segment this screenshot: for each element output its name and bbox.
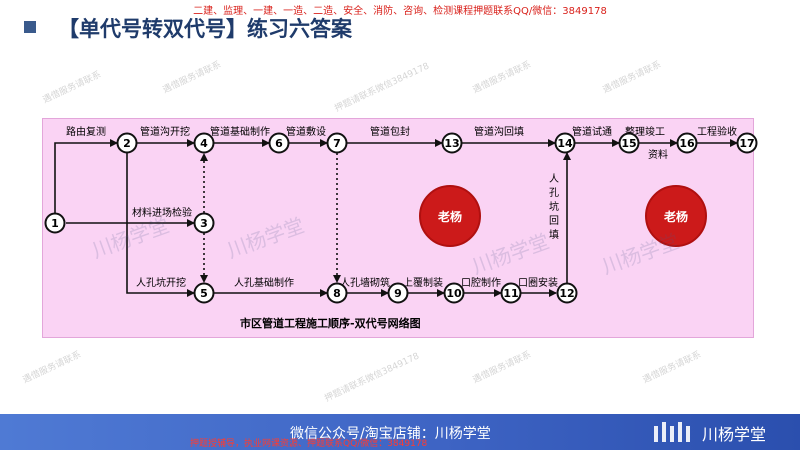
node-2: 2 (116, 132, 138, 154)
node-6: 6 (268, 132, 290, 154)
node-11: 11 (500, 282, 522, 304)
node-label: 12 (559, 287, 574, 300)
edge-label-cover: 上覆制装 (403, 276, 443, 289)
title-bullet-square (24, 21, 36, 33)
node-10: 10 (443, 282, 465, 304)
edge-label-pipe-encase: 管道包封 (370, 125, 410, 138)
svg-text:孔: 孔 (549, 187, 559, 199)
node-circle (193, 212, 215, 234)
top-contact-note: 二建、监理、一建、一造、二造、安全、消防、咨询、检测课程押题联系QQ/微信：38… (193, 6, 607, 17)
node-label: 15 (621, 137, 636, 150)
node-15: 15 (618, 132, 640, 154)
node-circle (116, 132, 138, 154)
svg-text:坑: 坑 (549, 200, 559, 213)
edge-label-pipe-base: 管道基础制作 (210, 125, 270, 138)
node-label: 16 (679, 137, 695, 150)
edge-label-docs-cont: 资料 (648, 148, 668, 161)
node-circle (443, 282, 465, 304)
node-circle (441, 132, 463, 154)
node-label: 2 (123, 137, 131, 150)
node-circle (193, 282, 215, 304)
node-9: 9 (387, 282, 409, 304)
edge-label-pit-base: 人孔基础制作 (234, 276, 294, 289)
node-label: 1 (51, 217, 59, 230)
node-label: 13 (444, 137, 459, 150)
node-circle (387, 282, 409, 304)
node-circle (326, 132, 348, 154)
edge-label-survey: 路由复测 (66, 125, 106, 138)
brand-name: 川杨学堂 (702, 425, 767, 444)
edge-label-pipe-lay: 管道敷设 (286, 125, 326, 138)
node-12: 12 (556, 282, 578, 304)
brand-logo-icon (654, 422, 690, 442)
node-label: 5 (200, 287, 208, 300)
edge-label-trench: 管道沟开挖 (140, 125, 190, 138)
node-5: 5 (193, 282, 215, 304)
seal-stamp: 老杨 (419, 185, 481, 247)
edge-label-collar: 口圈安装 (518, 276, 558, 289)
edge-label-material-check: 材料进场检验 (132, 206, 192, 219)
edge-label-pit-backfill-vertical: 人 孔 坑 回 填 (549, 173, 559, 241)
node-label: 7 (333, 137, 341, 150)
node-circle (556, 282, 578, 304)
edge-label-trench-backfill: 管道沟回填 (474, 125, 524, 138)
diagram-caption: 市区管道工程施工顺序-双代号网络图 (240, 317, 421, 330)
seal-stamp: 老杨 (645, 185, 707, 247)
svg-text:回: 回 (549, 215, 559, 227)
node-8: 8 (326, 282, 348, 304)
node-label: 14 (557, 137, 573, 150)
footer-bar: 微信公众号/淘宝店铺：川杨学堂 押题授辅导，执业网课资源、押题联系QQ/微信：3… (0, 414, 800, 450)
node-13: 13 (441, 132, 463, 154)
node-circle (44, 212, 66, 234)
node-14: 14 (554, 132, 576, 154)
node-circle (193, 132, 215, 154)
node-label: 17 (739, 137, 754, 150)
node-16: 16 (676, 132, 698, 154)
edge-label-pipe-test: 管道试通 (572, 125, 612, 138)
node-4: 4 (193, 132, 215, 154)
edge-label-pit-wall: 人孔墙砌筑 (340, 276, 390, 289)
node-label: 11 (503, 287, 518, 300)
node-3: 3 (193, 212, 215, 234)
footer-contact-note: 押题授辅导，执业网课资源、押题联系QQ/微信：3849178 (190, 439, 428, 449)
node-label: 6 (275, 137, 283, 150)
node-circle (326, 282, 348, 304)
node-label: 4 (200, 137, 208, 150)
node-circle (554, 132, 576, 154)
node-circle (268, 132, 290, 154)
svg-text:填: 填 (549, 228, 559, 241)
node-label: 10 (446, 287, 462, 300)
edge-label-mouth: 口腔制作 (461, 276, 501, 289)
node-1: 1 (44, 212, 66, 234)
node-circle (676, 132, 698, 154)
node-label: 9 (394, 287, 402, 300)
footer-text: 微信公众号/淘宝店铺：川杨学堂 (290, 426, 491, 442)
node-label: 3 (200, 217, 208, 230)
node-17: 17 (736, 132, 758, 154)
node-circle (500, 282, 522, 304)
edge-label-acceptance: 工程验收 (697, 125, 737, 138)
edge-label-pit-dig: 人孔坑开挖 (136, 276, 186, 289)
node-7: 7 (326, 132, 348, 154)
svg-text:人: 人 (549, 173, 559, 185)
node-circle (736, 132, 758, 154)
page-title: 【单代号转双代号】练习六答案 (58, 17, 352, 41)
node-label: 8 (333, 287, 341, 300)
node-circle (618, 132, 640, 154)
